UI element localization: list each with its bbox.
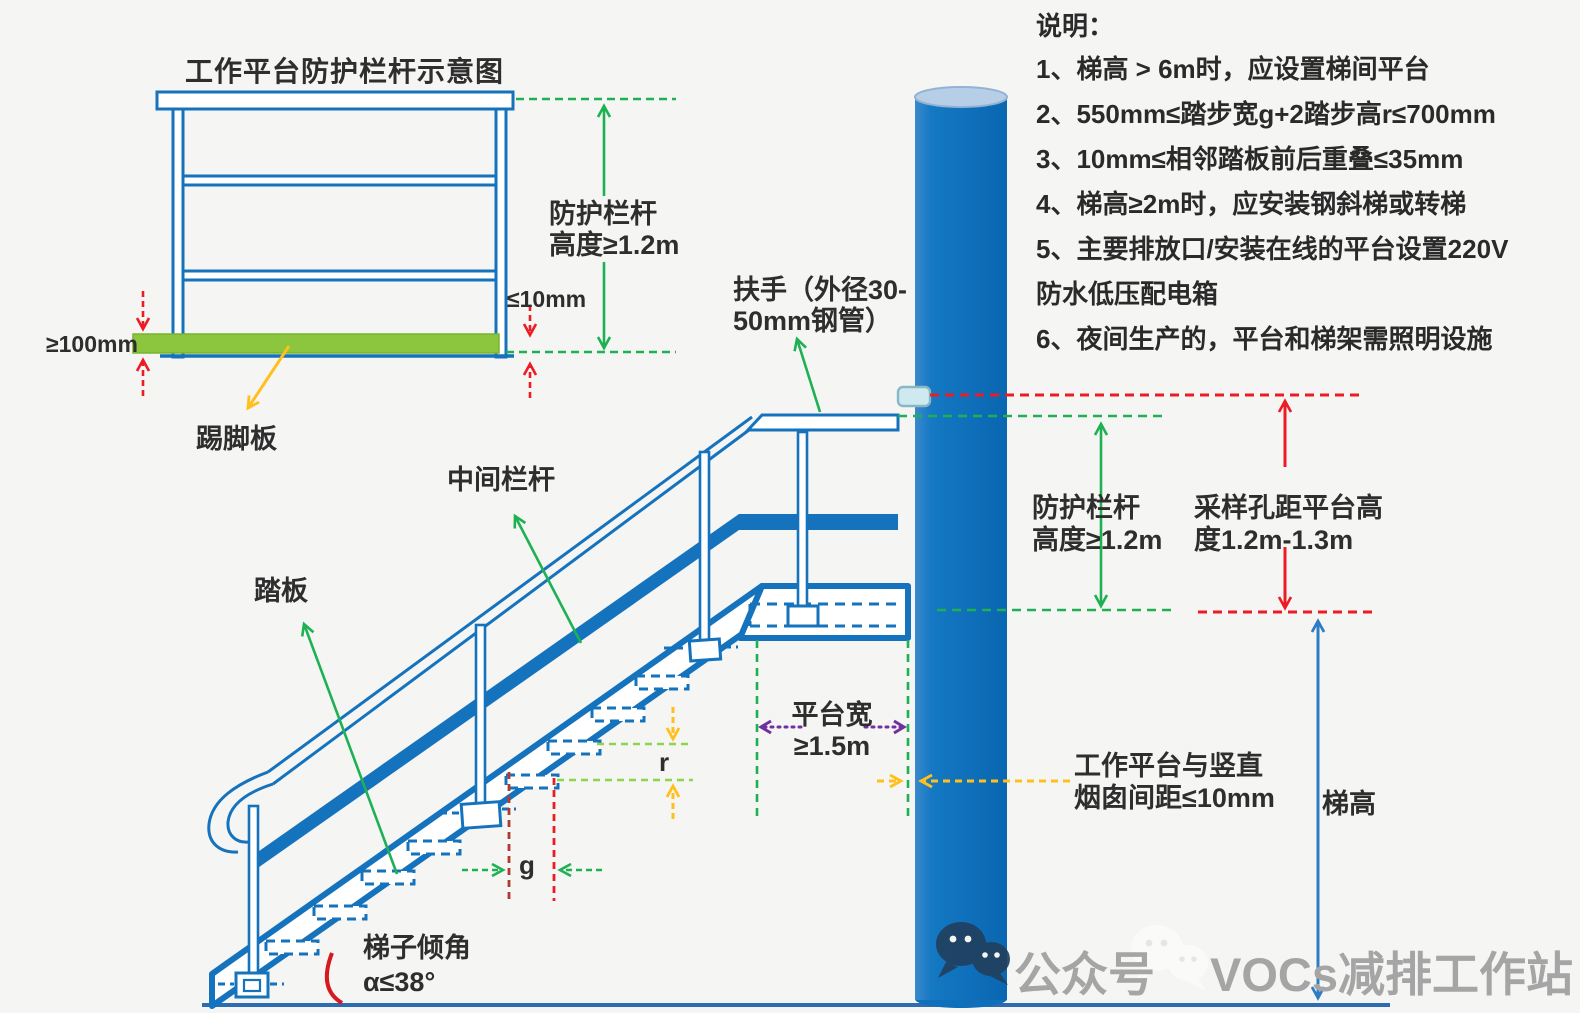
angle-label-line2: α≤38°: [363, 967, 436, 997]
chimney: [896, 86, 1008, 1008]
stack-gap-line1: 工作平台与竖直: [1074, 751, 1263, 781]
platform-deck-dashes: [748, 602, 898, 628]
dimension-lines: [300, 336, 1372, 1001]
tread-pointer-arrow: [300, 621, 399, 875]
stack-body: [915, 97, 1007, 1000]
sample-height-line1: 采样孔距平台高: [1194, 493, 1383, 523]
platform-top-rail: [744, 413, 900, 432]
foot-dashes: [218, 645, 738, 986]
note-line-5: 5、主要排放口/安装在线的平台设置220V: [1036, 234, 1509, 264]
handrail: [207, 415, 753, 854]
toeboard-height-label: ≥100mm: [46, 331, 138, 357]
note-line-3: 3、10mm≤相邻踏板前后重叠≤35mm: [1036, 144, 1464, 174]
platform-floor: [737, 583, 911, 641]
note-line-5b: 防水低压配电箱: [1036, 279, 1219, 309]
platform-width-line2: ≥1.5m: [793, 731, 871, 761]
schematic-rail-height-line1: 防护栏杆: [549, 199, 657, 229]
ladder-height-label: 梯高: [1322, 789, 1376, 819]
notes-heading: 说明：: [1036, 11, 1115, 41]
handrail-pointer-arrow: [793, 336, 822, 413]
angle-arc: [324, 952, 344, 1005]
platform-mid-rail: [739, 514, 898, 530]
wechat-icon-ghost: [1131, 925, 1208, 991]
tread-label: 踏板: [254, 576, 308, 606]
watermark-account-name: VOCs减排工作站: [1210, 948, 1573, 1001]
note-line-4: 4、梯高≥2m时，应安装钢斜梯或转梯: [1036, 189, 1467, 219]
stack-top-cap: [914, 86, 1008, 108]
midrail-label: 中间栏杆: [447, 465, 555, 495]
handrail-label-line1: 扶手（外径30-: [733, 275, 908, 305]
midrail-pointer-arrow: [513, 513, 583, 644]
schematic-rail-height-line2: 高度≥1.2m: [549, 230, 680, 260]
riser-label: r: [659, 747, 670, 777]
going-label: g: [519, 850, 535, 880]
handrail-label-line2: 50mm钢管）: [733, 306, 893, 336]
toeboard-pointer-arrow: [246, 345, 291, 411]
note-line-1: 1、梯高 > 6m时，应设置梯间平台: [1036, 54, 1430, 84]
guard-height-line1: 防护栏杆: [1032, 493, 1140, 523]
note-line-6: 6、夜间生产的，平台和梯架需照明设施: [1036, 324, 1493, 354]
schematic-title: 工作平台防护栏杆示意图: [185, 56, 505, 87]
stair-mid-rail: [252, 514, 739, 872]
staircase: [207, 413, 911, 1009]
sample-height-line2: 度1.2m-1.3m: [1194, 525, 1354, 555]
toe-board: [132, 333, 500, 354]
stack-gap-line2: 烟囱间距≤10mm: [1074, 783, 1275, 813]
angle-label-line1: 梯子倾角: [363, 933, 471, 963]
toeboard-label: 踢脚板: [196, 424, 277, 454]
guardrail-schematic: [132, 90, 515, 359]
treads: [264, 674, 690, 956]
platform-width-line1: 平台宽: [791, 700, 873, 730]
guard-height-line2: 高度≥1.2m: [1032, 525, 1163, 555]
guardrail-dimensions: [135, 97, 676, 411]
watermark-account-label: 公众号: [1014, 948, 1155, 1001]
wechat-icon: [936, 922, 1010, 985]
sampling-port-icon: [896, 385, 932, 408]
schematic-clearance-label: ≤10mm: [507, 286, 587, 312]
post-feet: [234, 604, 820, 999]
note-line-2: 2、550mm≤踏步宽g+2踏步高r≤700mm: [1036, 99, 1496, 129]
